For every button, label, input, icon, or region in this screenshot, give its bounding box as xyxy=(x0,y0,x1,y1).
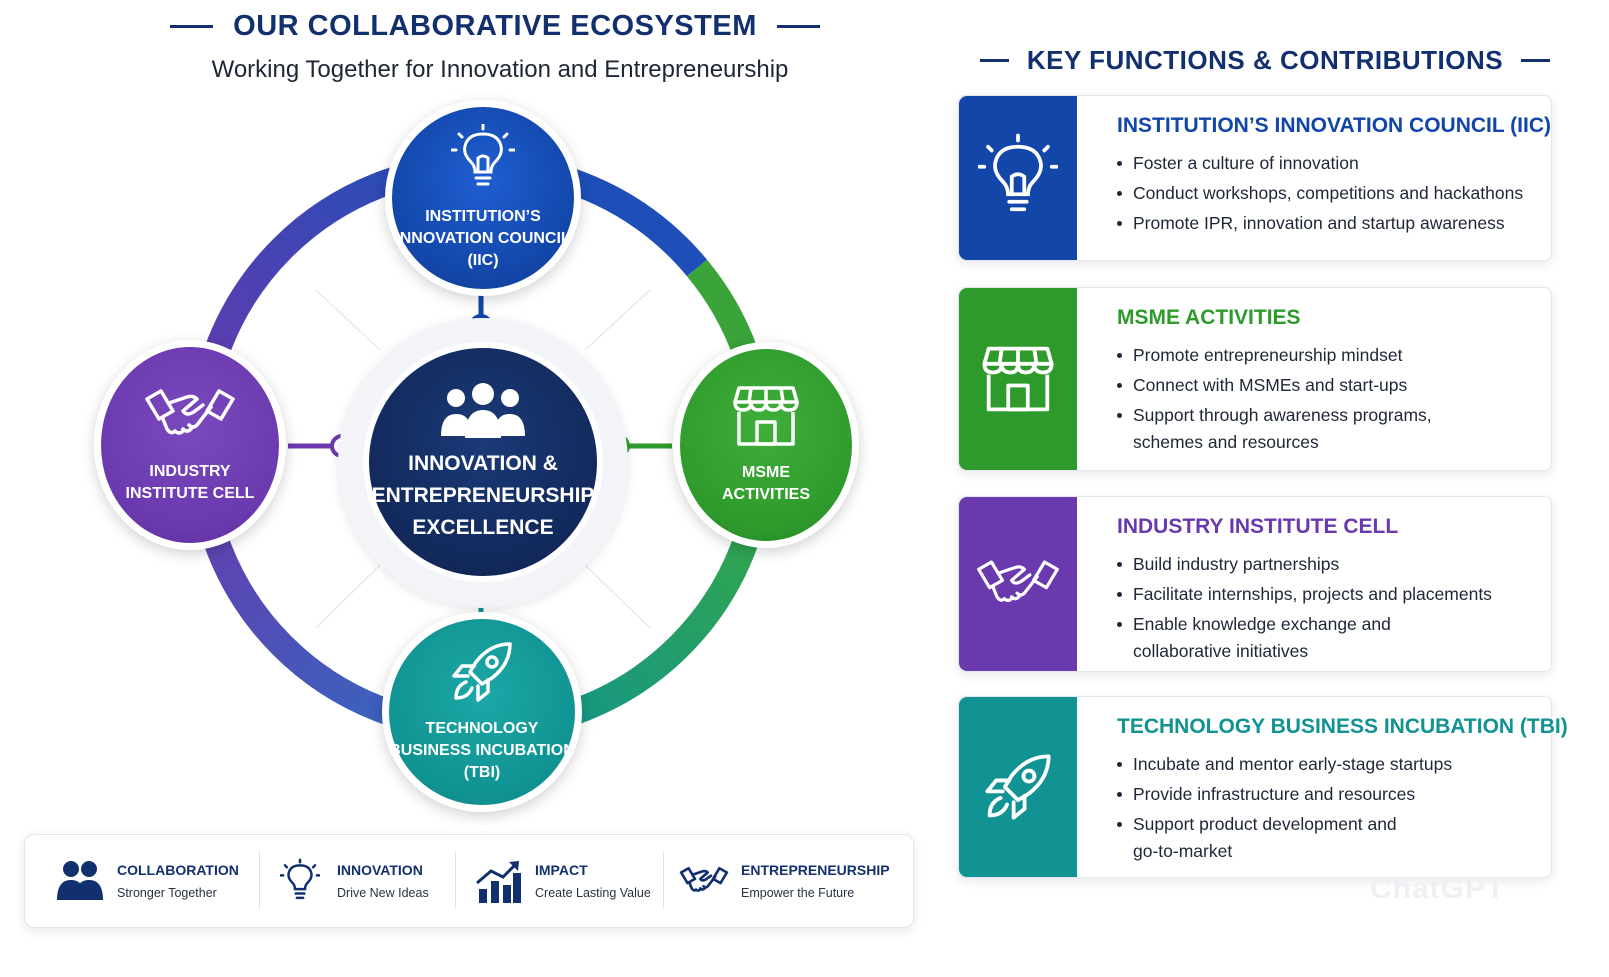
title-rule-right xyxy=(776,24,820,28)
value-entrepreneurship-title: ENTREPRENEURSHIP xyxy=(741,862,890,878)
people-group-icon xyxy=(441,383,525,438)
card-tbi-item: Provide infrastructure and resources xyxy=(1117,781,1541,808)
value-innovation-subtitle: Drive New Ideas xyxy=(337,886,429,900)
card-msme-item: Connect with MSMEs and start-ups xyxy=(1117,372,1541,399)
value-collaboration: COLLABORATION Stronger Together xyxy=(55,835,239,927)
card-iic-list: Foster a culture of innovation Conduct w… xyxy=(1117,150,1541,240)
center-node: INNOVATION & ENTREPRENEURSHIP EXCELLENCE xyxy=(363,342,603,582)
rocket-icon xyxy=(452,642,512,702)
card-industry-tile xyxy=(959,497,1077,671)
value-collaboration-subtitle: Stronger Together xyxy=(117,886,217,900)
value-divider xyxy=(455,851,456,909)
node-industry-line1: INDUSTRY xyxy=(149,463,231,480)
value-impact-subtitle: Create Lasting Value xyxy=(535,886,651,900)
title-rule-left xyxy=(170,24,214,28)
card-iic-item: Foster a culture of innovation xyxy=(1117,150,1541,177)
storefront-icon xyxy=(982,346,1054,412)
growth-chart-icon xyxy=(473,856,523,906)
functions-title: KEY FUNCTIONS & CONTRIBUTIONS xyxy=(1026,44,1504,75)
ecosystem-title: OUR COLLABORATIVE ECOSYSTEM xyxy=(233,9,757,42)
node-tbi: TECHNOLOGY BUSINESS INCUBATION (TBI) xyxy=(382,612,582,812)
card-iic-tile xyxy=(959,96,1077,260)
ecosystem-subtitle: Working Together for Innovation and Entr… xyxy=(211,56,789,83)
card-msme-item: Support through awareness programs, sche… xyxy=(1117,402,1463,456)
lightbulb-icon xyxy=(978,133,1058,212)
node-msme: MSME ACTIVITIES xyxy=(673,342,859,548)
card-industry-item: Build industry partnerships xyxy=(1117,551,1541,578)
node-msme-line2: ACTIVITIES xyxy=(721,486,810,503)
card-industry-item: Enable knowledge exchange and collaborat… xyxy=(1117,611,1423,665)
card-msme-list: Promote entrepreneurship mindset Connect… xyxy=(1117,342,1541,459)
card-tbi-item: Incubate and mentor early-stage startups xyxy=(1117,751,1541,778)
card-tbi-item: Support product development and go-to-ma… xyxy=(1117,811,1423,865)
node-tbi-line1: TECHNOLOGY xyxy=(425,720,539,737)
node-industry-institute-cell: INDUSTRY INSTITUTE CELL xyxy=(94,340,286,550)
rocket-icon xyxy=(985,754,1051,820)
card-tbi-title: TECHNOLOGY BUSINESS INCUBATION (TBI) xyxy=(1117,715,1568,738)
ecosystem-title-row: OUR COLLABORATIVE ECOSYSTEM xyxy=(170,6,820,46)
handshake-icon xyxy=(977,560,1059,603)
functions-title-row: KEY FUNCTIONS & CONTRIBUTIONS xyxy=(980,42,1550,78)
value-entrepreneurship-subtitle: Empower the Future xyxy=(741,886,855,900)
card-iic-title: INSTITUTION’S INNOVATION COUNCIL (IIC) xyxy=(1117,114,1551,137)
value-entrepreneurship: ENTREPRENEURSHIP Empower the Future xyxy=(679,835,890,927)
value-impact-title: IMPACT xyxy=(535,862,588,878)
card-industry-list: Build industry partnerships Facilitate i… xyxy=(1117,551,1541,668)
card-iic: INSTITUTION’S INNOVATION COUNCIL (IIC) F… xyxy=(958,95,1552,261)
card-msme: MSME ACTIVITIES Promote entrepreneurship… xyxy=(958,287,1552,471)
node-tbi-line2: BUSINESS INCUBATION xyxy=(389,742,575,759)
value-collaboration-title: COLLABORATION xyxy=(117,862,239,878)
handshake-icon xyxy=(145,389,235,435)
card-tbi-list: Incubate and mentor early-stage startups… xyxy=(1117,751,1541,868)
node-tbi-line3: (TBI) xyxy=(463,764,501,781)
diagram-spokes xyxy=(315,289,651,629)
lightbulb-icon xyxy=(451,124,515,186)
card-tbi-tile xyxy=(959,697,1077,877)
value-impact: IMPACT Create Lasting Value xyxy=(473,835,651,927)
card-msme-tile xyxy=(959,288,1077,470)
card-msme-item: Promote entrepreneurship mindset xyxy=(1117,342,1541,369)
node-iic: INSTITUTION’S INNOVATION COUNCIL (IIC) xyxy=(385,100,581,296)
value-innovation: INNOVATION Drive New Ideas xyxy=(275,835,429,927)
value-divider xyxy=(259,851,260,909)
center-label-line2: ENTREPRENEURSHIP xyxy=(371,484,595,507)
node-iic-line2: INNOVATION COUNCIL xyxy=(395,230,571,247)
card-industry-title: INDUSTRY INSTITUTE CELL xyxy=(1117,515,1399,538)
node-iic-line3: (IIC) xyxy=(467,252,499,269)
lightbulb-icon xyxy=(275,856,325,906)
node-iic-line1: INSTITUTION’S xyxy=(425,208,541,225)
value-innovation-title: INNOVATION xyxy=(337,862,423,878)
people-icon xyxy=(55,856,105,906)
core-values-bar: COLLABORATION Stronger Together INNOVATI… xyxy=(24,834,914,928)
watermark: ChatGPT xyxy=(1370,872,1506,905)
card-iic-item: Conduct workshops, competitions and hack… xyxy=(1117,180,1541,207)
node-industry-line2: INSTITUTE CELL xyxy=(125,485,255,502)
center-label-line1: INNOVATION & xyxy=(408,452,558,475)
functions-rule-left xyxy=(980,58,1009,62)
card-iic-item: Promote IPR, innovation and startup awar… xyxy=(1117,210,1541,237)
node-msme-line1: MSME xyxy=(742,464,790,481)
card-industry-institute-cell: INDUSTRY INSTITUTE CELL Build industry p… xyxy=(958,496,1552,672)
card-industry-item: Facilitate internships, projects and pla… xyxy=(1117,581,1541,608)
functions-rule-right xyxy=(1521,58,1550,62)
card-msme-title: MSME ACTIVITIES xyxy=(1117,306,1301,329)
center-label-line3: EXCELLENCE xyxy=(412,516,554,539)
value-divider xyxy=(663,851,664,909)
storefront-icon xyxy=(733,386,799,446)
handshake-icon xyxy=(679,856,729,906)
card-tbi: TECHNOLOGY BUSINESS INCUBATION (TBI) Inc… xyxy=(958,696,1568,878)
